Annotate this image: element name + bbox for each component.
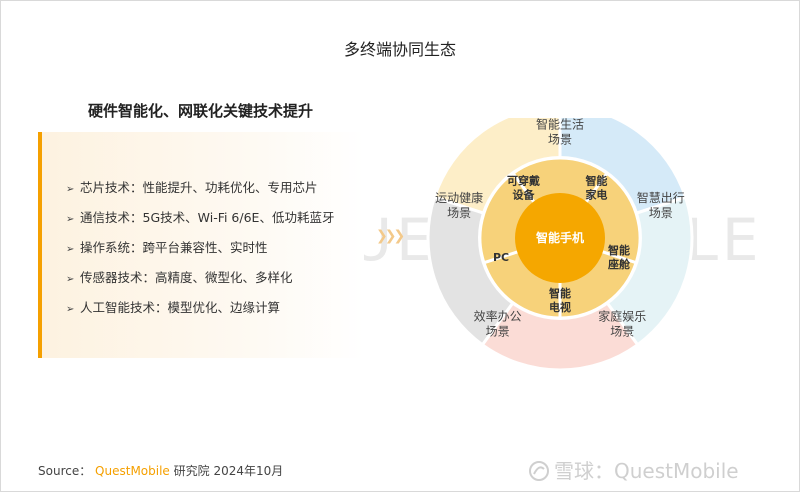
arrow-bullet-icon: ➢ (66, 304, 75, 315)
source-brand: QuestMobile (95, 464, 170, 478)
device-label: 智能电视 (549, 286, 571, 314)
ecosystem-ring-diagram: 智能生活场景智慧出行场景家庭娱乐场景效率办公场景运动健康场景智能家电智能座舱智能… (426, 118, 694, 372)
scene-label: 家庭娱乐场景 (598, 308, 646, 338)
tech-item-text: 芯片技术：性能提升、功耗优化、专用芯片 (80, 180, 318, 195)
arrow-bullet-icon: ➢ (66, 214, 75, 225)
scene-label: 效率办公场景 (474, 308, 522, 338)
source-note: Source： QuestMobile 研究院 2024年10月 (38, 462, 283, 479)
arrow-bullet-icon: ➢ (66, 244, 75, 255)
device-label: 可穿戴设备 (507, 174, 540, 202)
list-item: ➢ 操作系统：跨平台兼容性、实时性 (66, 238, 334, 268)
source-prefix: Source： (38, 464, 92, 478)
arrow-bullet-icon: ➢ (66, 274, 75, 285)
scene-label: 智能生活场景 (536, 118, 584, 147)
section-subtitle: 硬件智能化、网联化关键技术提升 (88, 102, 314, 120)
center-label: 智能手机 (535, 230, 584, 245)
tech-item-text: 操作系统：跨平台兼容性、实时性 (80, 240, 268, 255)
tech-item-text: 人工智能技术：模型优化、边缘计算 (80, 300, 281, 315)
tech-list: ➢ 芯片技术：性能提升、功耗优化、专用芯片 ➢ 通信技术：5G技术、Wi-Fi 6/… (66, 178, 334, 328)
device-label: 智能家电 (585, 174, 607, 202)
brand-watermark: 雪球：QuestMobile (528, 455, 739, 484)
snowball-logo-icon (529, 461, 549, 481)
arrow-bullet-icon: ➢ (66, 184, 75, 195)
double-chevron-right-icon: ❯❯❯ (376, 228, 405, 244)
tech-item-text: 通信技术：5G技术、Wi-Fi 6/6E、低功耗蓝牙 (80, 210, 335, 225)
tech-panel (38, 132, 364, 358)
scene-label: 智慧出行场景 (637, 190, 685, 220)
scene-label: 运动健康场景 (435, 190, 483, 220)
tech-item-text: 传感器技术：高精度、微型化、多样化 (80, 270, 293, 285)
list-item: ➢ 人工智能技术：模型优化、边缘计算 (66, 298, 334, 328)
list-item: ➢ 通信技术：5G技术、Wi-Fi 6/6E、低功耗蓝牙 (66, 208, 334, 238)
list-item: ➢ 芯片技术：性能提升、功耗优化、专用芯片 (66, 178, 334, 208)
device-label: PC (493, 251, 509, 264)
source-suffix: 研究院 2024年10月 (173, 464, 284, 478)
device-label: 智能座舱 (607, 243, 631, 271)
brand-text: 雪球：QuestMobile (554, 459, 739, 483)
list-item: ➢ 传感器技术：高精度、微型化、多样化 (66, 268, 334, 298)
page-title: 多终端协同生态 (343, 40, 456, 59)
center-circle (515, 193, 605, 283)
